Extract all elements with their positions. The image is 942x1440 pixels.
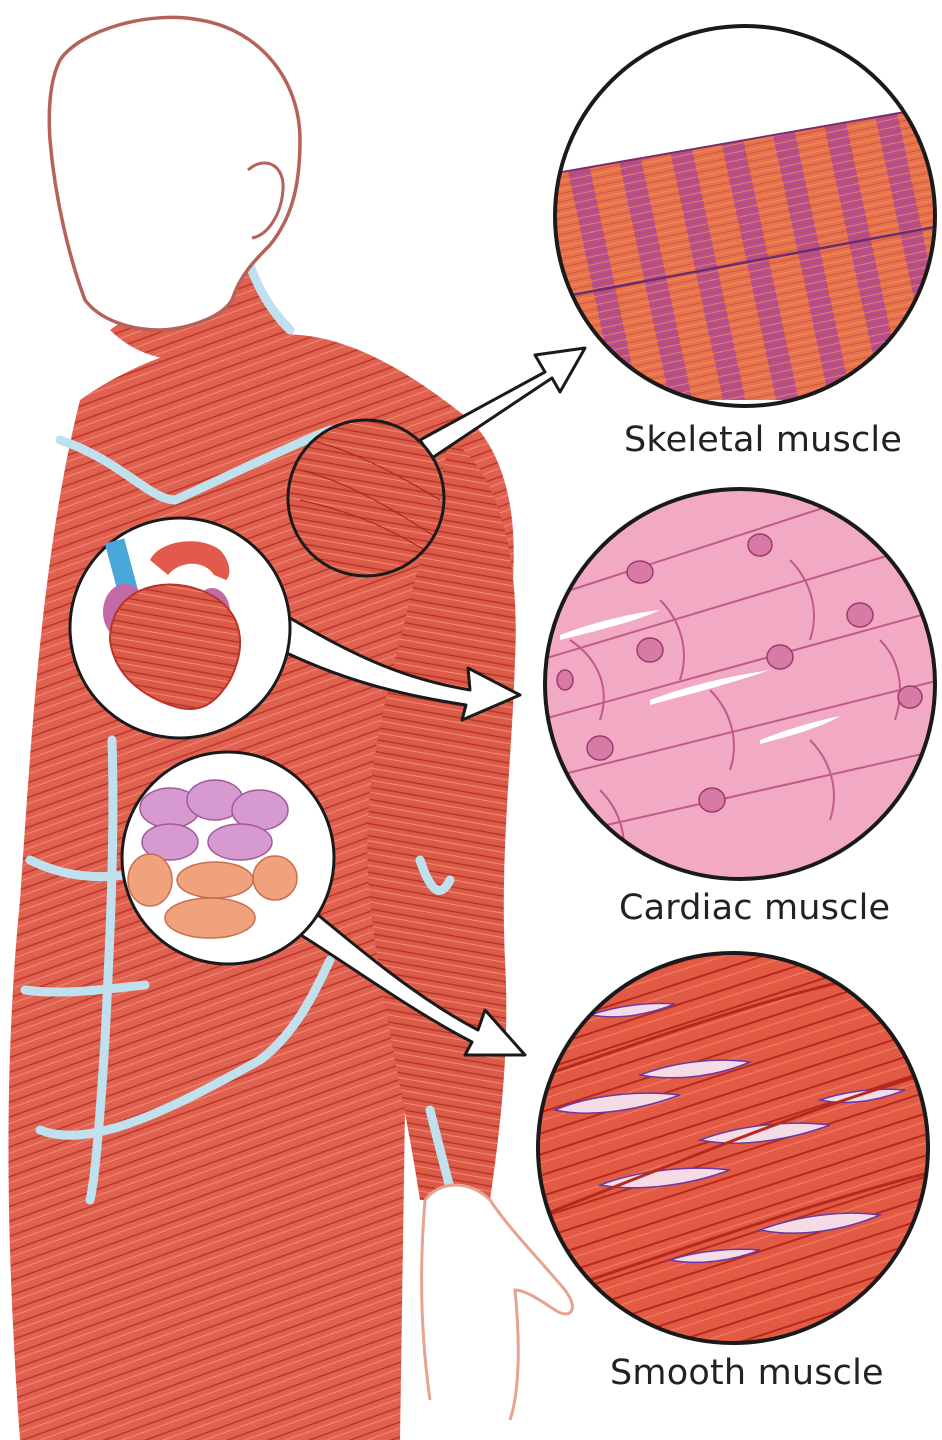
cardiac-muscle-label: Cardiac muscle: [619, 888, 890, 928]
smooth-muscle-label: Smooth muscle: [610, 1353, 884, 1393]
heart-callout: [70, 518, 290, 738]
smooth-muscle-circle: [530, 945, 940, 1355]
body-figure: [8, 17, 572, 1440]
skeletal-muscle-circle: [545, 26, 942, 406]
intestine-callout: [122, 752, 334, 964]
skeletal-muscle-label: Skeletal muscle: [624, 420, 902, 460]
shoulder-callout: [288, 420, 444, 576]
cardiac-muscle-circle: [540, 470, 940, 879]
